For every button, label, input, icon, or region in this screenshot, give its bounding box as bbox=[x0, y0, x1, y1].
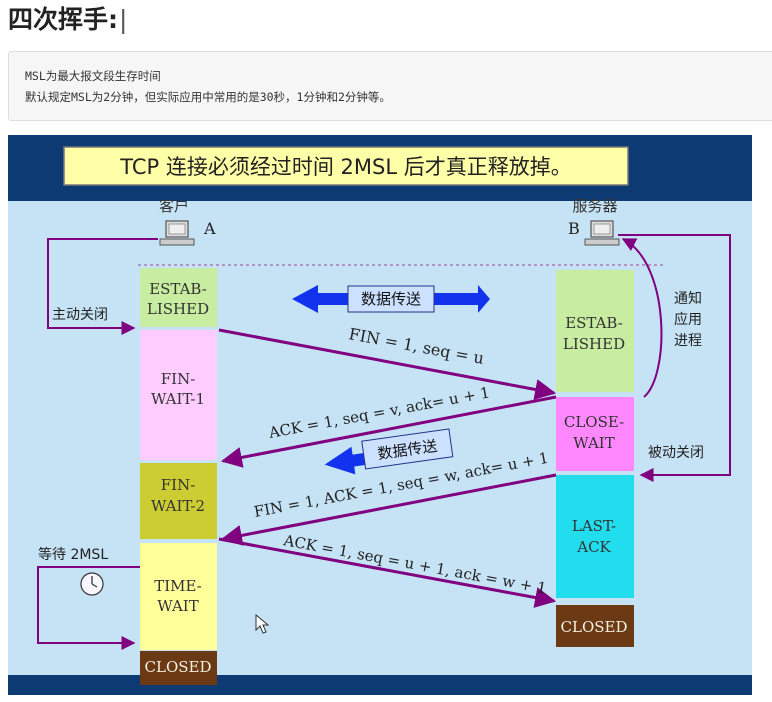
data-transfer-2: 数据传送 bbox=[324, 428, 454, 475]
client-letter: A bbox=[203, 219, 216, 238]
server-computer-icon bbox=[584, 220, 620, 246]
clock-icon bbox=[80, 572, 104, 596]
wait-2msl-label: 等待 2MSL bbox=[38, 546, 108, 563]
server-state-last-ack: LAST- ACK bbox=[556, 475, 634, 598]
state-label-line: LAST- bbox=[572, 517, 616, 535]
ack-2-arrow bbox=[218, 537, 557, 608]
state-label-line: ESTAB- bbox=[565, 314, 623, 332]
state-label-line: WAIT bbox=[573, 434, 614, 452]
tcp-four-way-handshake-diagram: TCP 连接必须经过时间 2MSL 后才真正释放掉。 客户 A 服务器 B ES… bbox=[8, 135, 752, 695]
state-label-line: LISHED bbox=[147, 300, 209, 318]
state-label-line: WAIT-1 bbox=[151, 390, 205, 408]
diagram-title: TCP 连接必须经过时间 2MSL 后才真正释放掉。 bbox=[119, 155, 571, 179]
client-state-time-wait: TIME- WAIT bbox=[140, 543, 217, 650]
server-state-close-wait: CLOSE- WAIT bbox=[556, 397, 634, 471]
state-label-line: ESTAB- bbox=[149, 280, 207, 298]
state-label-line: ACK bbox=[576, 538, 611, 556]
notify-app-line: 进程 bbox=[674, 333, 702, 349]
data-transfer-1-label: 数据传送 bbox=[361, 290, 421, 308]
mouse-pointer-icon bbox=[255, 613, 270, 634]
client-state-fin-wait-1: FIN- WAIT-1 bbox=[140, 330, 217, 460]
notify-app-arrow bbox=[621, 238, 663, 398]
state-label-line: FIN- bbox=[161, 476, 196, 494]
state-label-line: LISHED bbox=[563, 335, 625, 353]
wait-2msl-arrow bbox=[37, 566, 140, 650]
notify-app-line: 应用 bbox=[674, 311, 702, 328]
active-close-arrow bbox=[47, 238, 158, 335]
server-letter: B bbox=[568, 219, 580, 238]
msl-note-line-1: MSL为最大报文段生存时间 bbox=[25, 69, 161, 83]
server-state-established: ESTAB- LISHED bbox=[556, 270, 634, 392]
text-cursor: | bbox=[119, 5, 128, 34]
state-label-line: CLOSED bbox=[145, 658, 212, 676]
client-name: 客户 bbox=[159, 197, 189, 215]
fin-ack-arrow bbox=[220, 473, 557, 546]
msl-note-line-2: 默认规定MSL为2分钟，但实际应用中常用的是30秒，1分钟和2分钟等。 bbox=[25, 90, 391, 104]
fin-arrow bbox=[218, 328, 557, 400]
msl-note-box: MSL为最大报文段生存时间 默认规定MSL为2分钟，但实际应用中常用的是30秒，… bbox=[8, 51, 772, 121]
passive-close-label: 被动关闭 bbox=[648, 445, 704, 461]
state-label-line: CLOSE- bbox=[564, 413, 624, 431]
client-state-fin-wait-2: FIN- WAIT-2 bbox=[140, 463, 217, 539]
client-computer-icon bbox=[159, 220, 195, 246]
state-label-line: CLOSED bbox=[561, 618, 628, 636]
server-name: 服务器 bbox=[572, 197, 617, 215]
title-box bbox=[63, 146, 629, 186]
client-state-established: ESTAB- LISHED bbox=[140, 268, 217, 327]
state-label-line: WAIT-2 bbox=[151, 497, 205, 515]
bottom-band bbox=[8, 675, 752, 695]
notify-app-line: 通知 bbox=[674, 290, 702, 307]
active-close-label: 主动关闭 bbox=[52, 307, 108, 323]
state-label-line: TIME- bbox=[154, 577, 202, 595]
data-transfer-1: 数据传送 bbox=[292, 285, 490, 313]
client-state-closed: CLOSED bbox=[140, 651, 217, 685]
ack-1-arrow bbox=[220, 395, 557, 468]
state-label-line: WAIT bbox=[157, 597, 198, 615]
state-label-line: FIN- bbox=[161, 370, 196, 388]
server-state-closed: CLOSED bbox=[556, 605, 634, 647]
heading-text: 四次挥手: bbox=[8, 5, 118, 34]
passive-close-arrow bbox=[618, 234, 731, 482]
page-heading: 四次挥手:| bbox=[8, 2, 127, 38]
